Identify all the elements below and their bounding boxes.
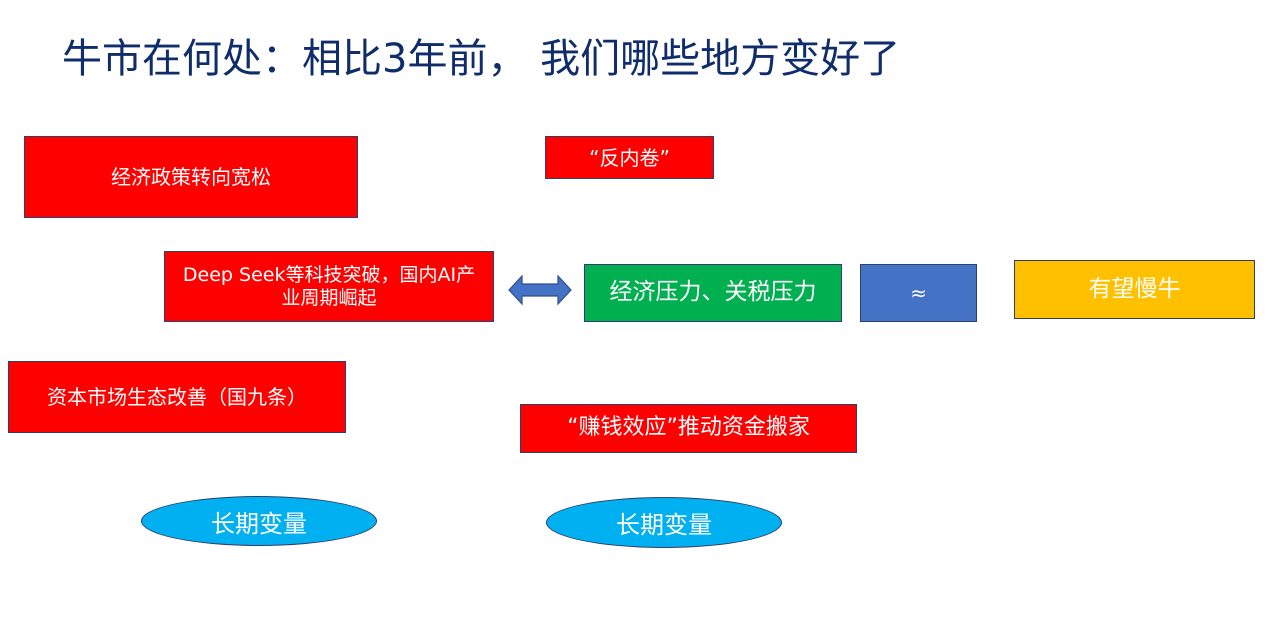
long-term-variable-ellipse-left: 长期变量 [141,496,377,546]
policy-box: 经济政策转向宽松 [24,136,358,218]
tech-breakthrough-box: Deep Seek等科技突破，国内AI产业周期崛起 [164,251,494,322]
approx-box: ≈ [860,264,977,322]
long-term-variable-ellipse-right: 长期变量 [546,497,782,548]
capital-market-box: 资本市场生态改善（国九条） [8,361,346,433]
economic-pressure-box: 经济压力、关税压力 [584,264,842,322]
anti-involution-box: “反内卷” [545,136,714,179]
money-effect-box: “赚钱效应”推动资金搬家 [520,404,857,453]
slide-title: 牛市在何处：相比3年前， 我们哪些地方变好了 [62,36,901,82]
double-arrow-icon [508,274,572,306]
slow-bull-box: 有望慢牛 [1014,260,1255,319]
